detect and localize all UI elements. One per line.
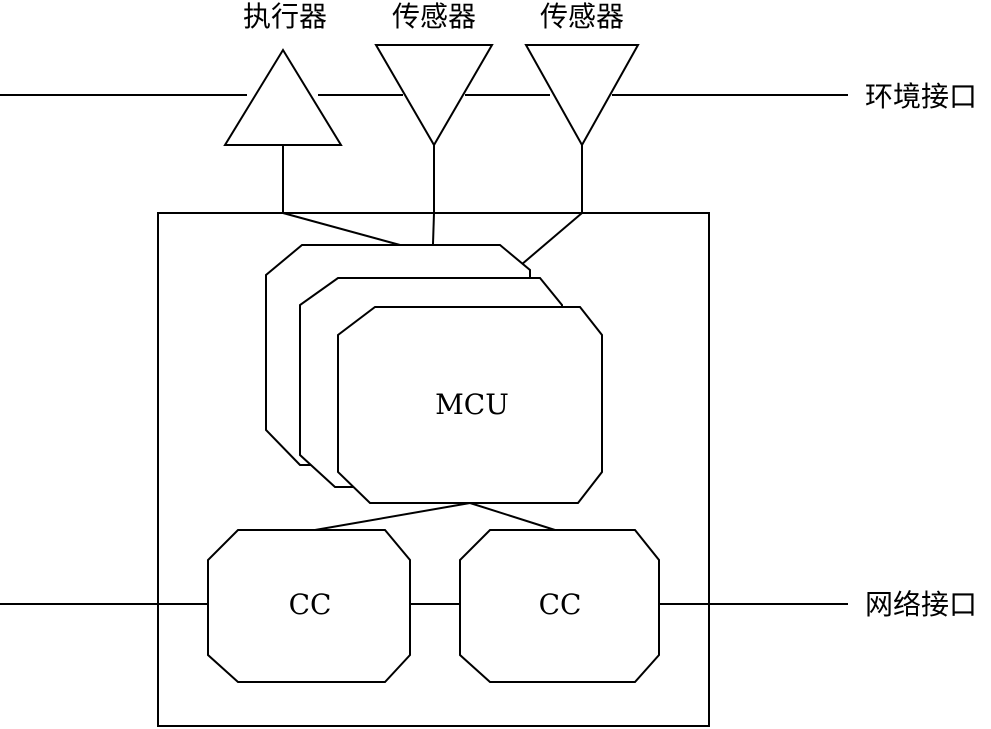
network-interface-label: 网络接口 [865, 588, 977, 621]
actuator-link [282, 212, 401, 246]
sensor-triangle-2 [524, 44, 640, 148]
mcu-to-cc-right-link [469, 502, 556, 531]
mcu-card-front [337, 306, 603, 504]
sensor-2-label: 传感器 [540, 0, 624, 33]
cc-right-label: CC [539, 588, 582, 621]
cc-left-shape [207, 529, 411, 683]
sensor-triangle-1 [374, 44, 494, 147]
sensor-1-label: 传感器 [392, 0, 476, 33]
actuator-triangle [223, 48, 343, 146]
actuator-label: 执行器 [243, 0, 327, 33]
cc-left-label: CC [289, 588, 332, 621]
environment-interface-label: 环境接口 [865, 80, 977, 113]
mcu-label: MCU [435, 388, 509, 421]
mcu-to-cc-left-link [314, 502, 471, 531]
cc-right-shape [459, 529, 660, 683]
